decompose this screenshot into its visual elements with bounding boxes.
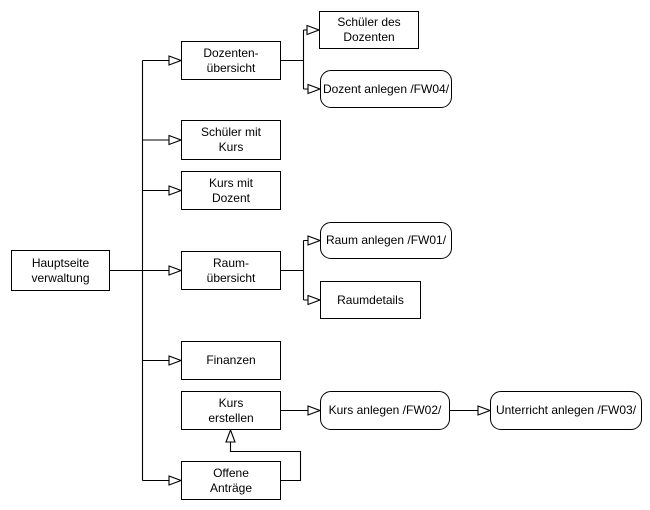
node-label: Schüler des Dozenten [337, 15, 401, 44]
node-label: Hauptseite verwaltung [31, 255, 90, 285]
node-label: Kurs erstellen [208, 395, 254, 425]
node-label: Offene Anträge [209, 465, 253, 495]
node-unterricht-anlegen[interactable]: Unterricht anlegen /FW03/ [490, 391, 642, 430]
node-label: Unterricht anlegen /FW03/ [495, 403, 637, 417]
node-label: Raum anlegen /FW01/ [325, 233, 447, 247]
node-label: Raum- übersicht [206, 255, 256, 285]
node-hauptseite-verwaltung[interactable]: Hauptseite verwaltung [11, 250, 110, 291]
node-raum-uebersicht[interactable]: Raum- übersicht [181, 251, 281, 290]
node-offene-antraege[interactable]: Offene Anträge [181, 461, 281, 500]
node-label: Kurs mit Dozent [208, 175, 253, 205]
node-label: Dozent anlegen /FW04/ [322, 81, 450, 96]
node-raum-anlegen[interactable]: Raum anlegen /FW01/ [320, 222, 452, 259]
node-kurs-erstellen[interactable]: Kurs erstellen [181, 391, 281, 430]
node-kurs-anlegen[interactable]: Kurs anlegen /FW02/ [320, 391, 450, 430]
node-raumdetails[interactable]: Raumdetails [320, 281, 421, 319]
node-label: Dozenten- übersicht [203, 45, 259, 75]
node-label: Finanzen [206, 353, 256, 367]
node-finanzen[interactable]: Finanzen [181, 341, 281, 380]
edge-offene-antraege-kurs-erstellen [231, 430, 302, 482]
node-schueler-des-dozenten[interactable]: Schüler des Dozenten [319, 11, 419, 49]
node-dozent-anlegen[interactable]: Dozent anlegen /FW04/ [320, 70, 452, 108]
node-dozenten-uebersicht[interactable]: Dozenten- übersicht [181, 41, 281, 80]
node-label: Schüler mit Kurs [200, 125, 262, 154]
node-label: Raumdetails [337, 292, 404, 307]
edge-dozenten-fan [281, 30, 305, 89]
node-schueler-mit-kurs[interactable]: Schüler mit Kurs [181, 120, 281, 160]
node-kurs-mit-dozent[interactable]: Kurs mit Dozent [181, 171, 281, 210]
edge-raum-fan [281, 240, 305, 300]
node-label: Kurs anlegen /FW02/ [328, 403, 442, 417]
